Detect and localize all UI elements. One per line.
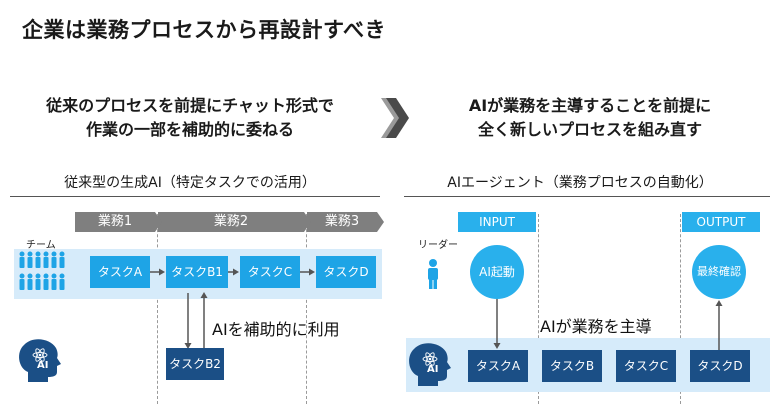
step-2: 業務2 [158,212,304,232]
right-ai-label: AI [427,364,439,375]
right-headline: AIが業務を主導することを前提に 全く新しいプロセスを組み直す [440,94,740,142]
right-task-c: タスクC [616,350,676,382]
left-ai-label: AI [37,360,49,371]
right-section-title: AIエージェント（業務プロセスの自動化） [447,175,713,191]
right-task-a: タスクA [468,350,528,382]
left-task-c: タスクC [240,256,300,288]
right-divider-line-2 [680,214,681,404]
left-headline-line1: 従来のプロセスを前提にチャット形式で [46,96,334,115]
right-task-b: タスクB [542,350,602,382]
left-note: AIを補助的に利用 [212,320,340,339]
right-note: AIが業務を主導 [540,317,652,336]
right-headline-line1: AIが業務を主導することを前提に [468,96,712,115]
left-divider [10,196,380,197]
step-1: 業務1 [75,212,155,232]
final-check-circle: 最終確認 [692,245,746,299]
left-task-d: タスクD [316,256,376,288]
left-task-b2: タスクB2 [166,348,224,380]
left-headline-line2: 作業の一部を補助的に委ねる [85,120,294,139]
right-task-d: タスクD [690,350,750,382]
input-tag: INPUT [458,212,536,232]
output-tag: OUTPUT [682,212,760,232]
right-divider [404,196,770,197]
page-title: 企業は業務プロセスから再設計すべき [22,18,387,42]
left-task-a: タスクA [90,256,150,288]
leader-label: リーダー [418,240,458,251]
team-label: チーム [26,240,56,251]
right-divider-line-1 [538,214,539,404]
left-divider-line-1 [157,214,158,404]
right-headline-line2: 全く新しいプロセスを組み直す [477,120,702,139]
step-3: 業務3 [307,212,377,232]
left-headline: 従来のプロセスを前提にチャット形式で 作業の一部を補助的に委ねる [40,94,340,142]
left-section-title: 従来型の生成AI（特定タスクでの活用） [64,175,316,191]
ai-start-circle: AI起動 [470,245,524,299]
left-task-b1: タスクB1 [166,256,228,288]
left-divider-line-2 [306,214,307,404]
